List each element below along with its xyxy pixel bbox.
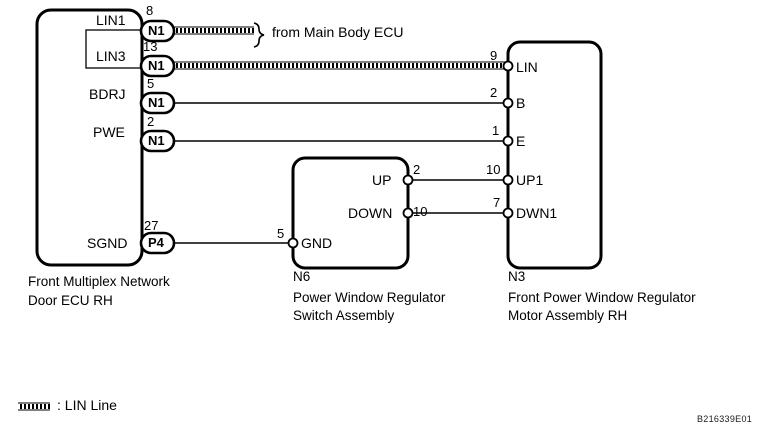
caption-n6-switch-assembly: N6 Power Window Regulator Switch Assembl… [293,270,445,323]
connector-oval-n1-lin1 [139,19,176,43]
caption-line: Door ECU RH [28,292,113,308]
pin-number-gnd: 5 [277,226,285,241]
terminal-node-n3-lin [502,60,514,72]
pin-number-up1: 10 [486,162,501,177]
terminal-label-bdrj: BDRJ [89,86,126,102]
component-box-n3-motor-assembly [506,40,603,270]
terminal-node-n3-b [502,97,514,109]
terminal-label-lin1: LIN1 [96,12,126,28]
pin-number-lin1: 8 [146,3,154,18]
brace-main-body-ecu [253,22,265,48]
connector-oval-n1-pwe [139,129,176,153]
pin-number-lin: 9 [490,48,498,63]
connector-oval-n1-bdrj [139,91,176,115]
connector-id-lin3: N1 [148,58,165,73]
connector-id-lin1: N1 [148,23,165,38]
wire-lin1-hatched [172,28,254,33]
terminal-node-n6-down [402,207,414,219]
terminal-label-b: B [516,95,526,111]
legend-label-lin-line: : LIN Line [57,397,117,413]
terminal-label-lin3: LIN3 [96,48,126,64]
connector-id-bdrj: N1 [148,95,165,110]
wire-lin3-to-lin-hatched [172,63,508,68]
caption-line: Switch Assembly [293,308,395,323]
terminal-label-up1: UP1 [516,172,544,188]
ecu-box-front-multiplex-network-door-ecu [35,8,144,267]
terminal-node-n3-dwn1 [502,207,514,219]
pin-number-bdrj: 5 [147,76,155,91]
connector-id-sgnd: P4 [148,235,164,250]
caption-line: Motor Assembly RH [508,308,628,323]
connector-oval-p4-sgnd [139,231,176,255]
caption-line: Front Power Window Regulator [508,289,696,305]
lin-group-bracket [85,29,143,69]
terminal-label-e: E [516,133,526,149]
caption-n3-motor-assembly: N3 Front Power Window Regulator Motor As… [508,270,696,323]
note-from-main-body-ecu: from Main Body ECU [272,24,404,40]
lin-line-swatch [18,402,50,411]
pin-number-down: 10 [413,204,428,219]
terminal-label-dwn1: DWN1 [516,205,558,221]
pin-number-b: 2 [490,85,498,100]
terminal-node-n6-up [402,174,414,186]
figure-id-code: B216339E01 [697,414,753,424]
pin-number-lin3: 13 [143,39,158,54]
caption-line: Front Multiplex Network [28,274,170,289]
connector-id-pwe: N1 [148,133,165,148]
connector-oval-n1-lin3 [139,54,176,78]
terminal-node-n6-gnd [287,237,299,249]
terminal-label-pwe: PWE [93,124,125,140]
terminal-label-down: DOWN [348,205,393,221]
terminal-label-up: UP [372,172,392,188]
terminal-label-lin: LIN [516,59,538,75]
terminal-label-sgnd: SGND [87,235,128,251]
terminal-node-n3-up1 [502,174,514,186]
terminal-node-n3-e [502,135,514,147]
pin-number-up: 2 [413,162,421,177]
pin-number-pwe: 2 [147,114,155,129]
component-ref-n3: N3 [508,269,526,284]
pin-number-sgnd: 27 [144,218,159,233]
caption-front-multiplex-network-door-ecu: Front Multiplex Network Door ECU RH [28,275,170,307]
pin-number-dwn1: 7 [493,195,501,210]
terminal-label-gnd: GND [301,235,333,251]
pin-number-e: 1 [492,123,500,138]
component-ref-n6: N6 [293,269,311,284]
caption-line: Power Window Regulator [293,289,446,305]
